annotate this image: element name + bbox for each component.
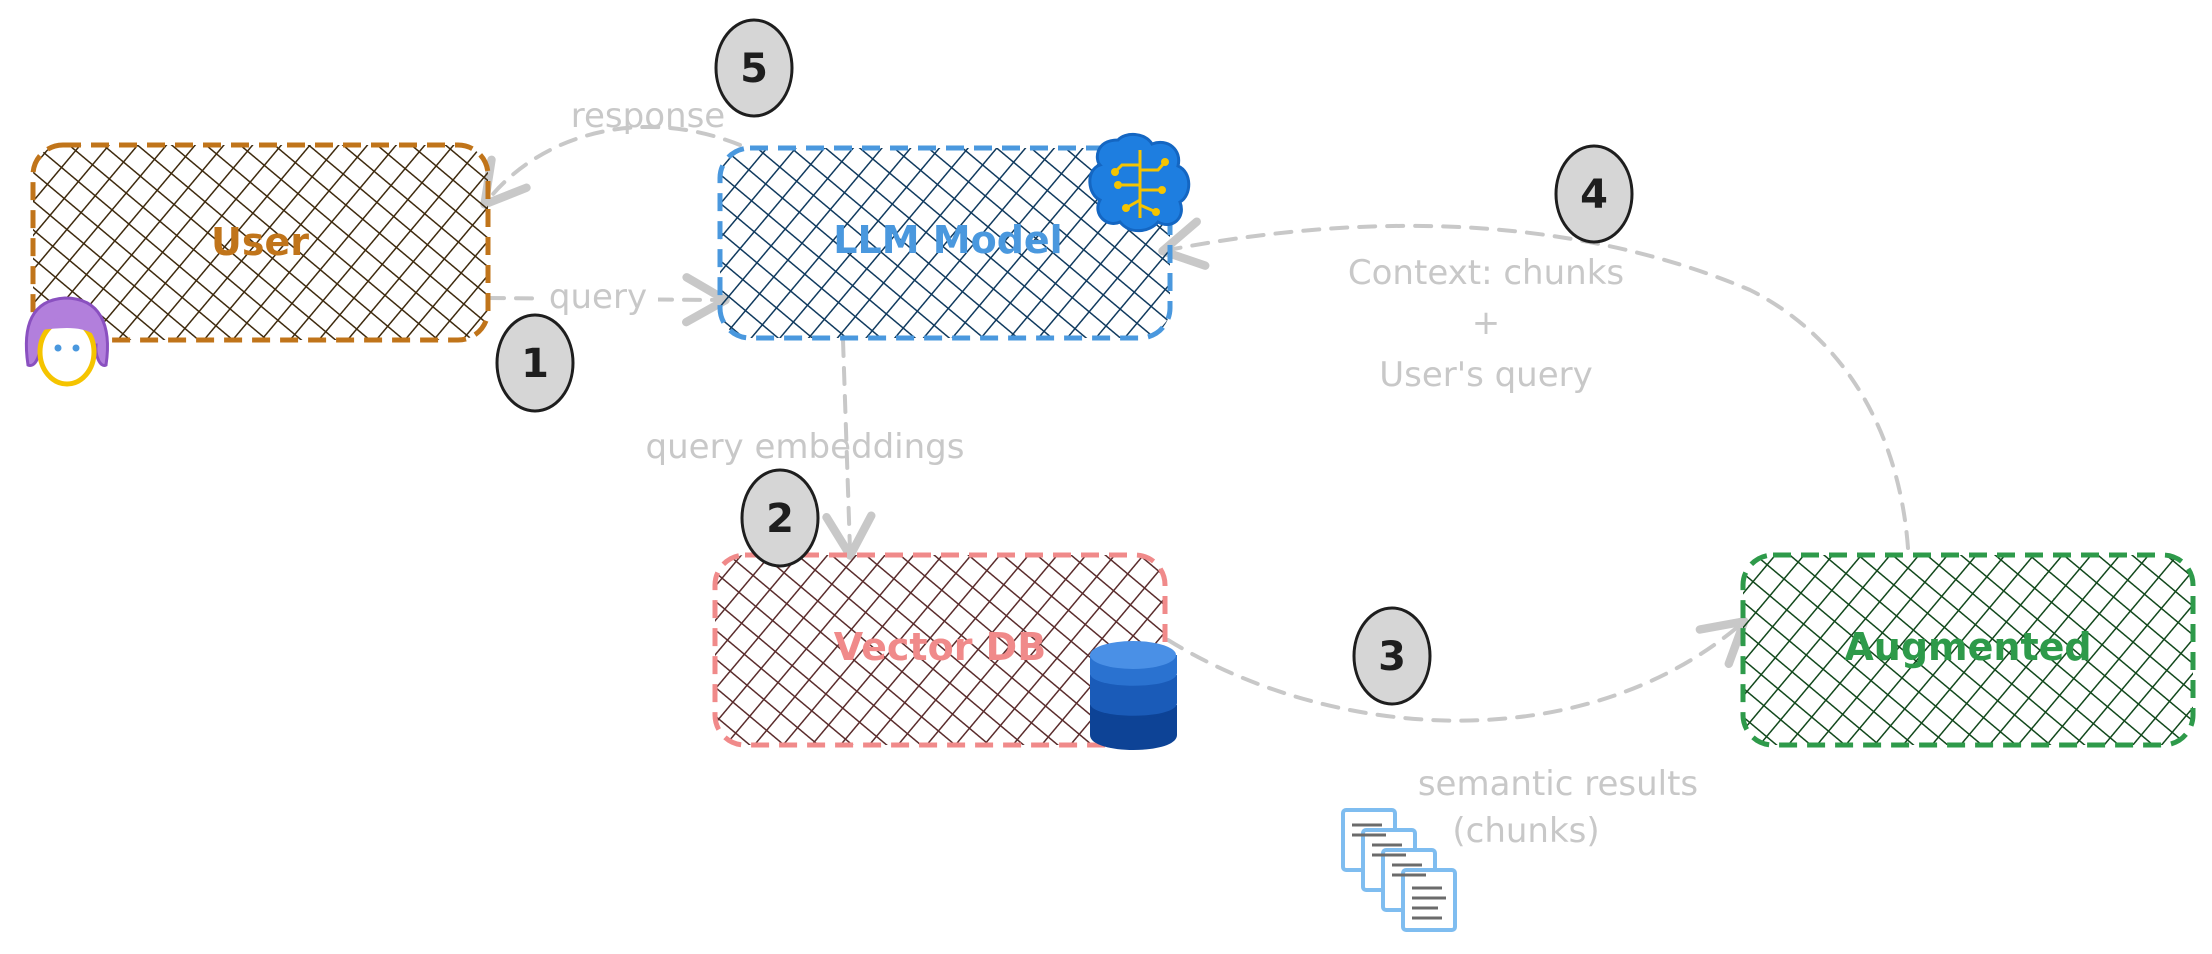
database-icon: [1090, 641, 1177, 750]
node-user[interactable]: User: [30, 142, 491, 343]
woman-avatar-icon: [24, 296, 109, 387]
step-2-number: 2: [766, 496, 794, 542]
node-vectordb-label: Vector DB: [834, 625, 1046, 669]
documents-stack-icon: [1341, 808, 1457, 932]
label-context-line1: Context: chunks: [1348, 253, 1624, 293]
label-semantic-results: semantic results: [1418, 764, 1698, 804]
step-2-badge: 2: [740, 468, 820, 568]
edges: [480, 125, 1910, 723]
label-query: query: [549, 277, 647, 317]
label-response: response: [571, 96, 725, 136]
edge-response: [480, 125, 742, 209]
node-llm-label: LLM Model: [833, 218, 1062, 262]
edge-labels: query response query embeddings semantic…: [538, 96, 1698, 851]
edge-query-embeddings: [822, 338, 876, 560]
brain-circuit-icon: [1088, 133, 1191, 233]
edge-semantic-results: [1166, 617, 1749, 723]
step-3-badge: 3: [1352, 606, 1432, 706]
step-5-badge: 5: [714, 18, 794, 118]
node-vectordb[interactable]: Vector DB: [712, 552, 1168, 748]
label-semantic-results-chunks: (chunks): [1452, 811, 1599, 851]
node-augmented[interactable]: Augmented: [1740, 552, 2196, 748]
label-query-embeddings: query embeddings: [646, 427, 965, 467]
label-context-line2: +: [1472, 303, 1501, 343]
label-context-line3: User's query: [1379, 355, 1593, 395]
edge-context: [1158, 217, 1910, 550]
step-5-number: 5: [740, 46, 768, 92]
step-4-number: 4: [1580, 172, 1608, 218]
step-4-badge: 4: [1554, 144, 1634, 244]
step-3-number: 3: [1378, 634, 1406, 680]
node-augmented-label: Augmented: [1844, 625, 2091, 669]
step-badges: 1 2 3 4 5: [495, 18, 1634, 706]
step-1-badge: 1: [495, 313, 575, 413]
node-user-label: User: [211, 220, 309, 264]
node-llm[interactable]: LLM Model: [717, 145, 1173, 341]
step-1-number: 1: [521, 341, 549, 387]
